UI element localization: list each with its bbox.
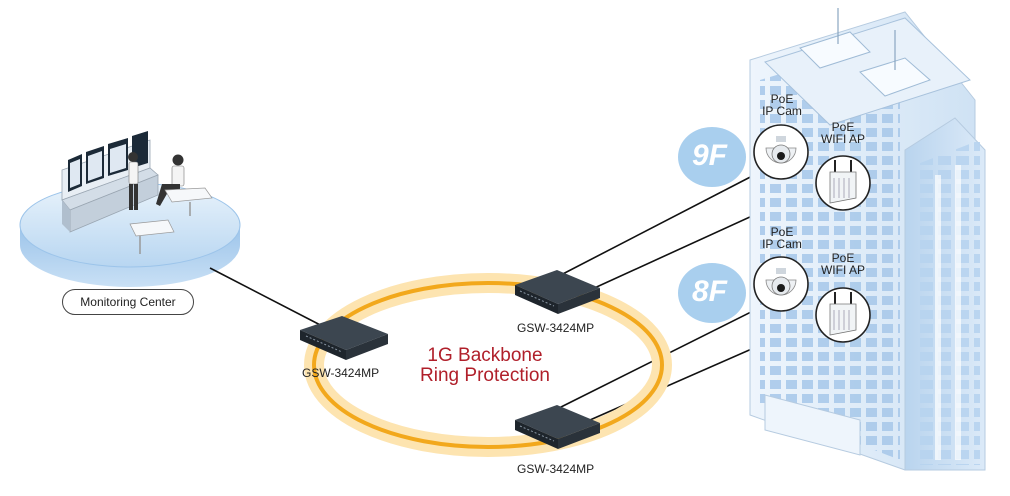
floor-badge-9f xyxy=(678,127,746,187)
ip-camera-8f-label-line1: PoE xyxy=(770,225,794,239)
ip-camera-9f-label: PoE IP Cam xyxy=(752,93,812,117)
ip-camera-9f xyxy=(753,124,809,180)
switch-bottom xyxy=(515,405,600,449)
wifi-ap-8f-label-line2: WIFI AP xyxy=(820,263,865,277)
link-switch-to-9f-camera xyxy=(554,171,761,279)
ip-camera-8f-label: PoE IP Cam xyxy=(752,226,812,250)
wifi-ap-9f-label: PoE WIFI AP xyxy=(813,121,873,145)
wifi-ap-9f-label-line2: WIFI AP xyxy=(820,132,865,146)
operator-seated xyxy=(129,154,213,254)
ring-title: 1G Backbone Ring Protection xyxy=(400,346,570,386)
floor-label-8f: 8F xyxy=(692,275,728,308)
ip-camera-8f xyxy=(753,256,809,312)
switch-left-label: GSW-3424MP xyxy=(302,366,380,380)
lobby xyxy=(764,394,861,456)
ring-title-line2: Ring Protection xyxy=(420,365,550,386)
wifi-ap-9f-label-line1: PoE xyxy=(831,120,855,134)
operator-standing xyxy=(128,152,139,210)
backbone-ring xyxy=(304,273,672,457)
floor-label-9f: 9F xyxy=(692,139,728,172)
switch-top-label: GSW-3424MP xyxy=(517,321,595,335)
wifi-ap-8f-label-line1: PoE xyxy=(831,251,855,265)
monitoring-center xyxy=(19,131,241,287)
floor-badge-8f xyxy=(678,263,746,323)
control-console xyxy=(61,131,159,233)
switch-bottom-label: GSW-3424MP xyxy=(517,462,595,476)
switch-left xyxy=(300,316,388,360)
ip-camera-9f-label-line2: IP Cam xyxy=(762,104,802,118)
switch-top xyxy=(515,270,600,314)
ring-title-line1: 1G Backbone xyxy=(427,345,543,366)
monitoring-center-label: Monitoring Center xyxy=(62,289,194,315)
link-center-to-switch xyxy=(209,267,331,331)
wifi-ap-8f xyxy=(815,287,871,343)
ip-camera-9f-label-line1: PoE xyxy=(770,92,794,106)
wifi-ap-8f-label: PoE WIFI AP xyxy=(813,252,873,276)
ip-camera-8f-label-line2: IP Cam xyxy=(762,237,802,251)
wifi-ap-9f xyxy=(815,155,871,211)
